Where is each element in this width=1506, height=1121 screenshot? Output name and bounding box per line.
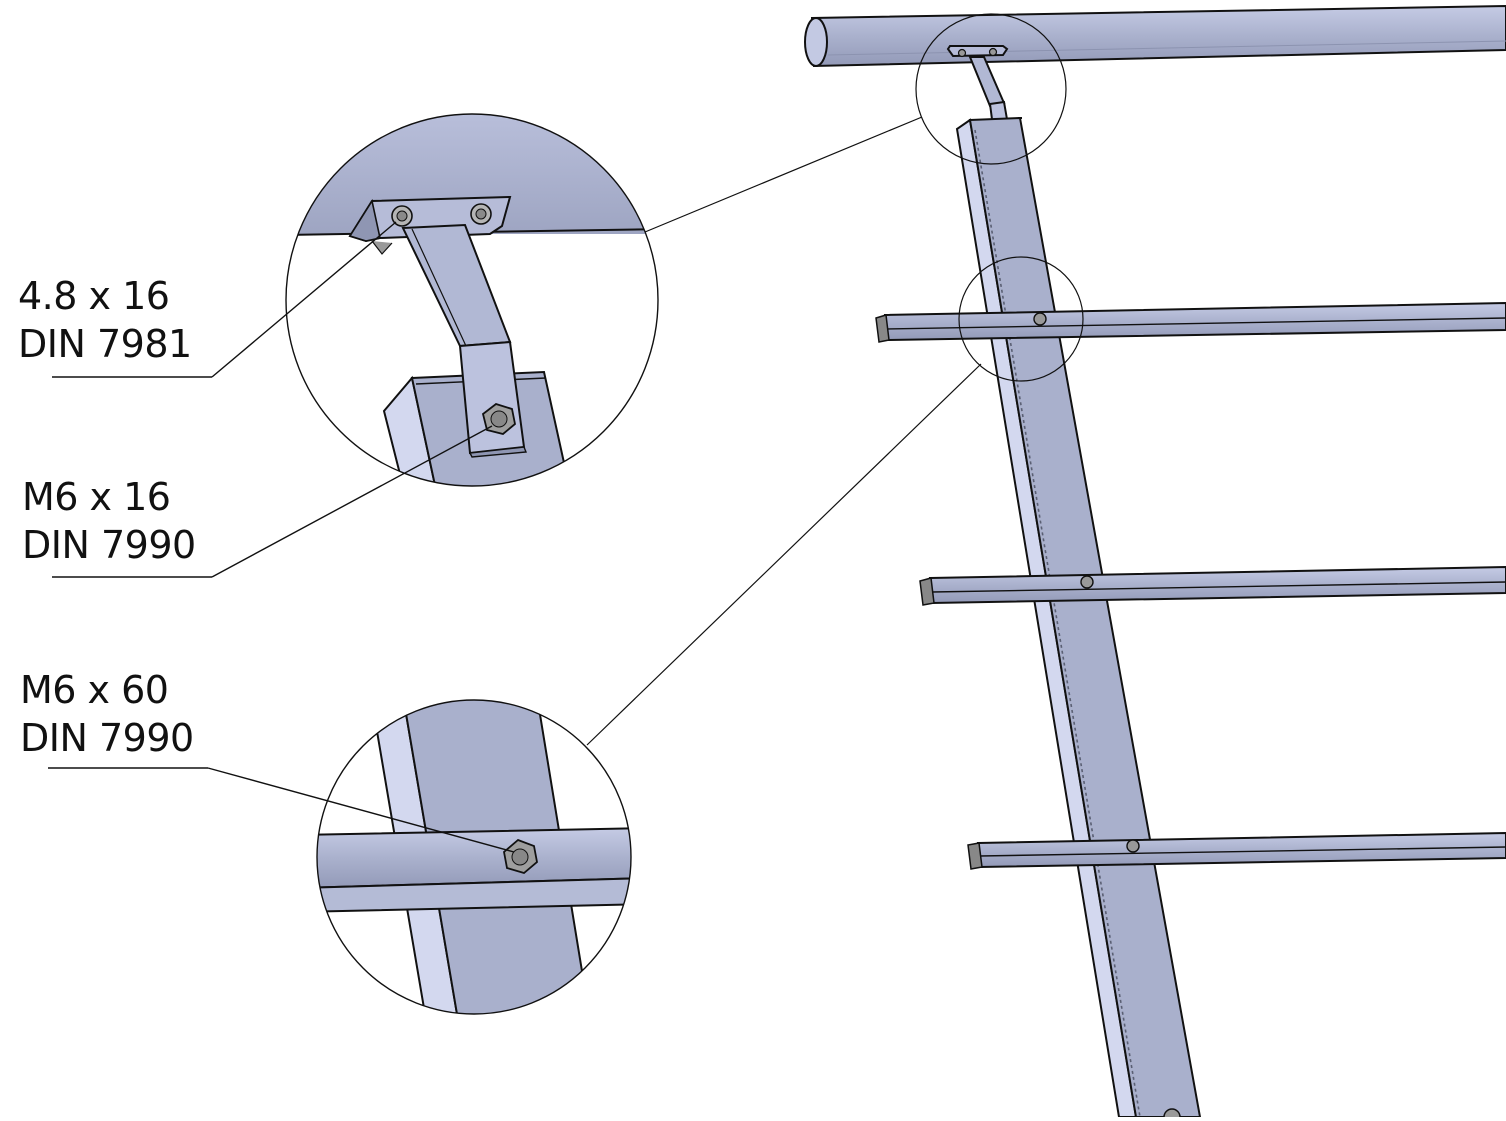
zoom-detail-bracket [285, 113, 659, 487]
main-post [955, 116, 1202, 1121]
crossbar-2 [919, 565, 1506, 606]
handrail-tube [804, 4, 1506, 68]
crossbar-3 [967, 831, 1506, 870]
detail-marker-top [915, 13, 1067, 165]
callout-size: M6 x 60 [20, 668, 169, 712]
callout-standard: DIN 7990 [22, 523, 196, 567]
detail-link-top [644, 116, 923, 233]
callout-leader-3 [48, 767, 515, 853]
callout-label-bolt-short: M6 x 16 DIN 7990 [22, 473, 196, 569]
crossbar-1 [875, 301, 1506, 343]
callout-label-screw: 4.8 x 16 DIN 7981 [18, 272, 192, 368]
detail-link-mid [586, 363, 982, 746]
callout-size: M6 x 16 [22, 475, 171, 519]
zoom-detail-crossbar [316, 699, 632, 1015]
callout-leader-1 [52, 221, 397, 378]
callout-size: 4.8 x 16 [18, 274, 170, 318]
main-view [804, 4, 1506, 1121]
detail-marker-mid [958, 256, 1084, 382]
callout-standard: DIN 7990 [20, 716, 194, 760]
callout-standard: DIN 7981 [18, 322, 192, 366]
callout-label-bolt-long: M6 x 60 DIN 7990 [20, 666, 194, 762]
callout-leader-2 [52, 425, 493, 578]
